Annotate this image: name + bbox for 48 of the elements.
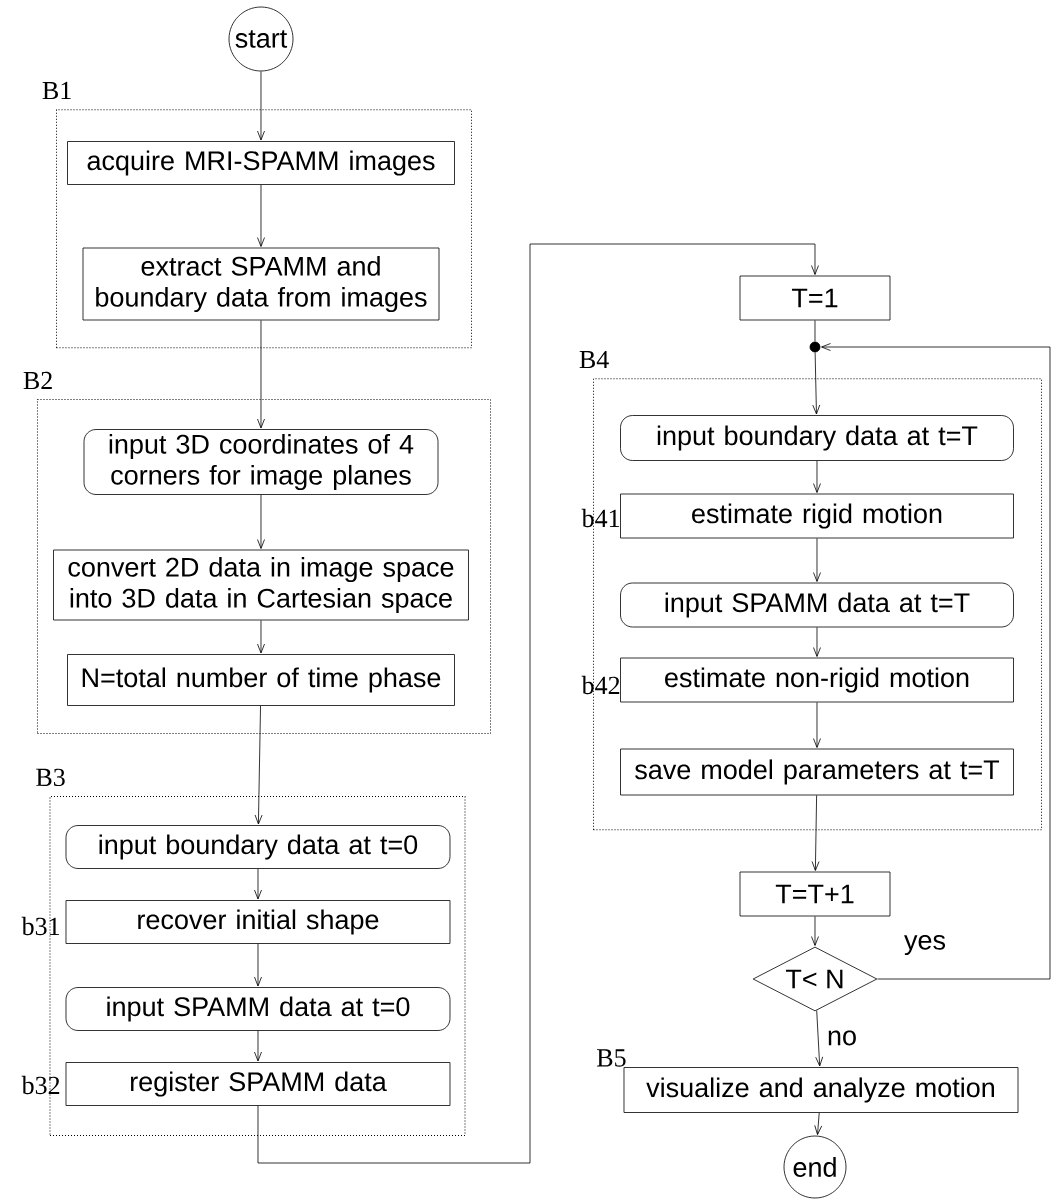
arrow (813, 460, 821, 493)
input-box: input boundary data at t=0 (65, 825, 451, 869)
arrow (257, 71, 265, 141)
arrow (821, 343, 1051, 980)
step-label: b32 (21, 1075, 60, 1095)
arrow (257, 620, 265, 654)
arrow (257, 184, 265, 247)
process-box: T=T+1 (739, 871, 891, 917)
arrow (254, 943, 262, 987)
arrow (257, 243, 819, 1164)
arrow (813, 627, 821, 657)
process-box: extract SPAMM and boundary data from images (82, 247, 440, 321)
input-box: input SPAMM data at t=0 (65, 987, 451, 1031)
process-box: save model parameters at t=T (620, 748, 1014, 796)
node-label: B3 (36, 768, 65, 787)
arrow (254, 705, 263, 825)
process-box: estimate rigid motion (620, 493, 1014, 539)
input-box: input 3D coordinates of 4 corners for image planes (83, 429, 439, 495)
process-box: register SPAMM data (65, 1062, 451, 1106)
arrow (814, 1112, 823, 1135)
arrow (813, 702, 821, 748)
node-label: B4 (579, 350, 609, 369)
arrow (813, 538, 821, 582)
arrow (257, 320, 265, 429)
process-box: T=1 (739, 275, 891, 321)
step-label: B5 (597, 1049, 626, 1067)
edge-label: no (828, 1030, 856, 1046)
arrow (257, 494, 265, 549)
process-box: N=total number of time phase (67, 654, 455, 706)
edge-label: yes (904, 934, 946, 956)
arrow (811, 916, 819, 946)
process-box: recover initial shape (65, 900, 451, 944)
process-box: convert 2D data in image space into 3D data in Cartesian space (53, 549, 469, 621)
step-label: b31 (21, 916, 60, 936)
process-box: estimate non-rigid motion (620, 657, 1014, 703)
arrow (811, 795, 820, 871)
arrow (254, 1030, 262, 1062)
input-box: input boundary data at t=T (620, 415, 1014, 461)
arrow (254, 868, 262, 900)
process-box: visualize and analyze motion (623, 1067, 1019, 1113)
node-label: B1 (42, 81, 71, 100)
input-box: input SPAMM data at t=T (620, 582, 1014, 628)
step-label: b41 (581, 508, 620, 528)
process-box: acquire MRI-SPAMM images (67, 141, 455, 185)
arrow (815, 1010, 824, 1067)
step-label: b42 (581, 675, 620, 695)
arrow (812, 352, 821, 415)
node-label: B2 (23, 371, 52, 390)
